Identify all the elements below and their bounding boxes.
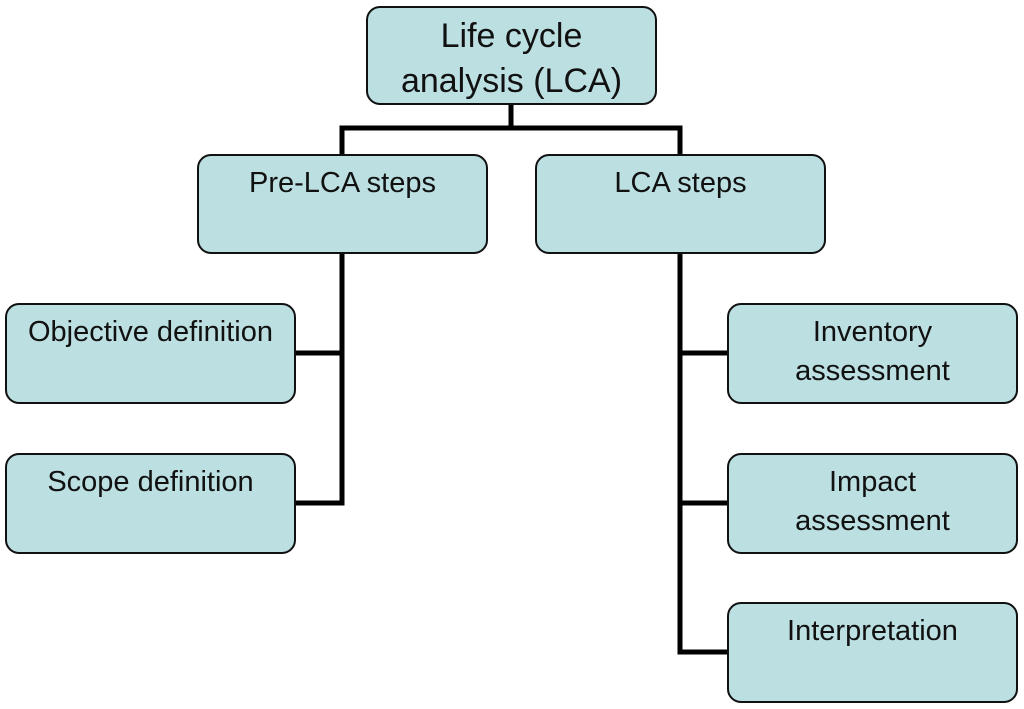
scope-definition-label: Scope definition: [47, 466, 254, 498]
inventory-assessment-label-line1: Inventory: [812, 316, 933, 348]
interpretation-label: Interpretation: [787, 615, 958, 647]
root-node: Life cycle analysis (LCA): [366, 6, 657, 105]
inventory-assessment-node: Inventory assessment: [727, 303, 1018, 404]
impact-assessment-node: Impact assessment: [727, 453, 1018, 554]
impact-assessment-label-line1: Impact: [828, 466, 917, 498]
lca-steps-label: LCA steps: [614, 167, 747, 199]
pre-lca-label: Pre-LCA steps: [249, 167, 436, 199]
pre-lca-node: Pre-LCA steps: [197, 154, 488, 254]
lca-steps-node: LCA steps: [535, 154, 826, 254]
objective-definition-label: Objective definition: [27, 316, 274, 348]
root-label-line1: Life cycle: [440, 17, 583, 55]
interpretation-node: Interpretation: [727, 602, 1018, 703]
scope-definition-node: Scope definition: [5, 453, 296, 554]
impact-assessment-label-line2: assessment: [795, 505, 950, 537]
root-label-line2: analysis (LCA): [400, 62, 623, 100]
inventory-assessment-label-line2: assessment: [795, 355, 950, 387]
objective-definition-node: Objective definition: [5, 303, 296, 404]
